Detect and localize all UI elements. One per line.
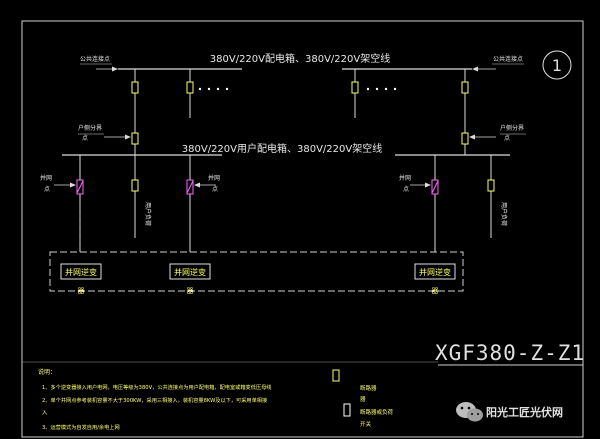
inverter-box-1 [60, 263, 102, 280]
inverter-box-2 [169, 263, 211, 280]
mid-bus-title: 380V/220V用户配电箱、380V/220V架空线 [182, 142, 382, 155]
pcc-arrowhead-right [472, 66, 478, 72]
inverter-suffix-2: 器 [187, 287, 194, 295]
breaker-top-3 [351, 81, 359, 94]
legend-switch-symbol [343, 403, 351, 417]
inverter-suffix-3: 器 [432, 287, 439, 295]
user-boundary-label-right-2: 点 [504, 134, 510, 142]
notes-line-2: 2、单个并网点参考装机容量不大于300KW，采用三相接入，装机容量8KW及以下，… [42, 396, 267, 404]
switch-pv-1-slash [76, 180, 84, 194]
user-boundary-arrowhead-left [125, 134, 131, 140]
legend-switch-label: 断路器或负荷 [360, 408, 394, 416]
breaker-load-right [487, 179, 495, 192]
legend-breaker-label-2: 器 [360, 396, 366, 403]
switch-pv-3-slash [431, 180, 439, 194]
breaker-top-2 [186, 81, 194, 94]
top-bus-title: 380V/220V配电箱、380V/220V架空线 [210, 52, 390, 65]
drawing-frame [21, 20, 584, 438]
notes-line-2b: 入 [42, 410, 47, 416]
grid-point-label-1b: 点 [44, 185, 50, 193]
inverter-box-3 [414, 263, 456, 280]
wechat-icon [456, 402, 483, 422]
user-load-label-right: 用户负荷 [500, 202, 508, 226]
grid-point-label-3: 并网 [399, 174, 411, 182]
sheet-number-circle [542, 50, 572, 80]
sheet-number: 1 [552, 56, 562, 75]
grid-point-arrowhead-3 [425, 182, 431, 188]
grid-point-label-2: 并网 [208, 174, 220, 182]
user-boundary-label-left-2: 点 [82, 134, 88, 142]
notes-title: 说明： [38, 368, 56, 376]
dots-left [198, 87, 229, 91]
user-boundary-arrowhead-right [469, 134, 475, 140]
pv-system-dashed-frame [49, 251, 464, 292]
notes-line-3: 3、运营模式为自发自用/余电上网 [42, 423, 120, 431]
user-boundary-label-right: 户侧分界 [500, 124, 524, 132]
inverter-label-1: 并网逆变 [65, 267, 97, 277]
inverter-suffix-1: 器 [78, 287, 85, 295]
pcc-arrowhead-left [112, 66, 118, 72]
breaker-top-1a [131, 81, 139, 94]
legend-switch-label-2: 开关 [360, 420, 372, 428]
inverter-label-3: 并网逆变 [419, 267, 451, 277]
legend-breaker-symbol [332, 369, 340, 382]
breaker-top-4a [461, 81, 469, 94]
dots-right [366, 87, 397, 91]
notes-line-1: 1、多个逆变器接入用户电网，电压等级为380V，公共连接点为用户配电箱，配电室或… [42, 383, 271, 391]
breaker-top-1b [131, 132, 139, 145]
breaker-load-left [131, 179, 139, 192]
drawing-code: XGF380-Z-Z1 [435, 341, 585, 365]
grid-point-arrowhead-2 [194, 182, 200, 188]
grid-point-label-3b: 点 [403, 185, 409, 193]
grid-point-arrowhead-1 [70, 182, 76, 188]
watermark-text: 阳光工匠光伏网 [486, 405, 563, 419]
grid-point-label-2b: 点 [212, 185, 218, 193]
legend-breaker-label: 断路器 [360, 384, 377, 392]
inverter-label-2: 并网逆变 [174, 267, 206, 277]
switch-pv-2-slash [186, 180, 194, 194]
user-load-label-left: 用户负荷 [144, 202, 152, 226]
breaker-top-4b [461, 132, 469, 145]
user-boundary-label-left: 户侧分界 [78, 124, 102, 132]
grid-point-label-1: 并网 [40, 174, 52, 182]
pcc-label-left: 公共连接点 [80, 55, 110, 63]
pcc-label-right: 公共连接点 [493, 55, 523, 63]
